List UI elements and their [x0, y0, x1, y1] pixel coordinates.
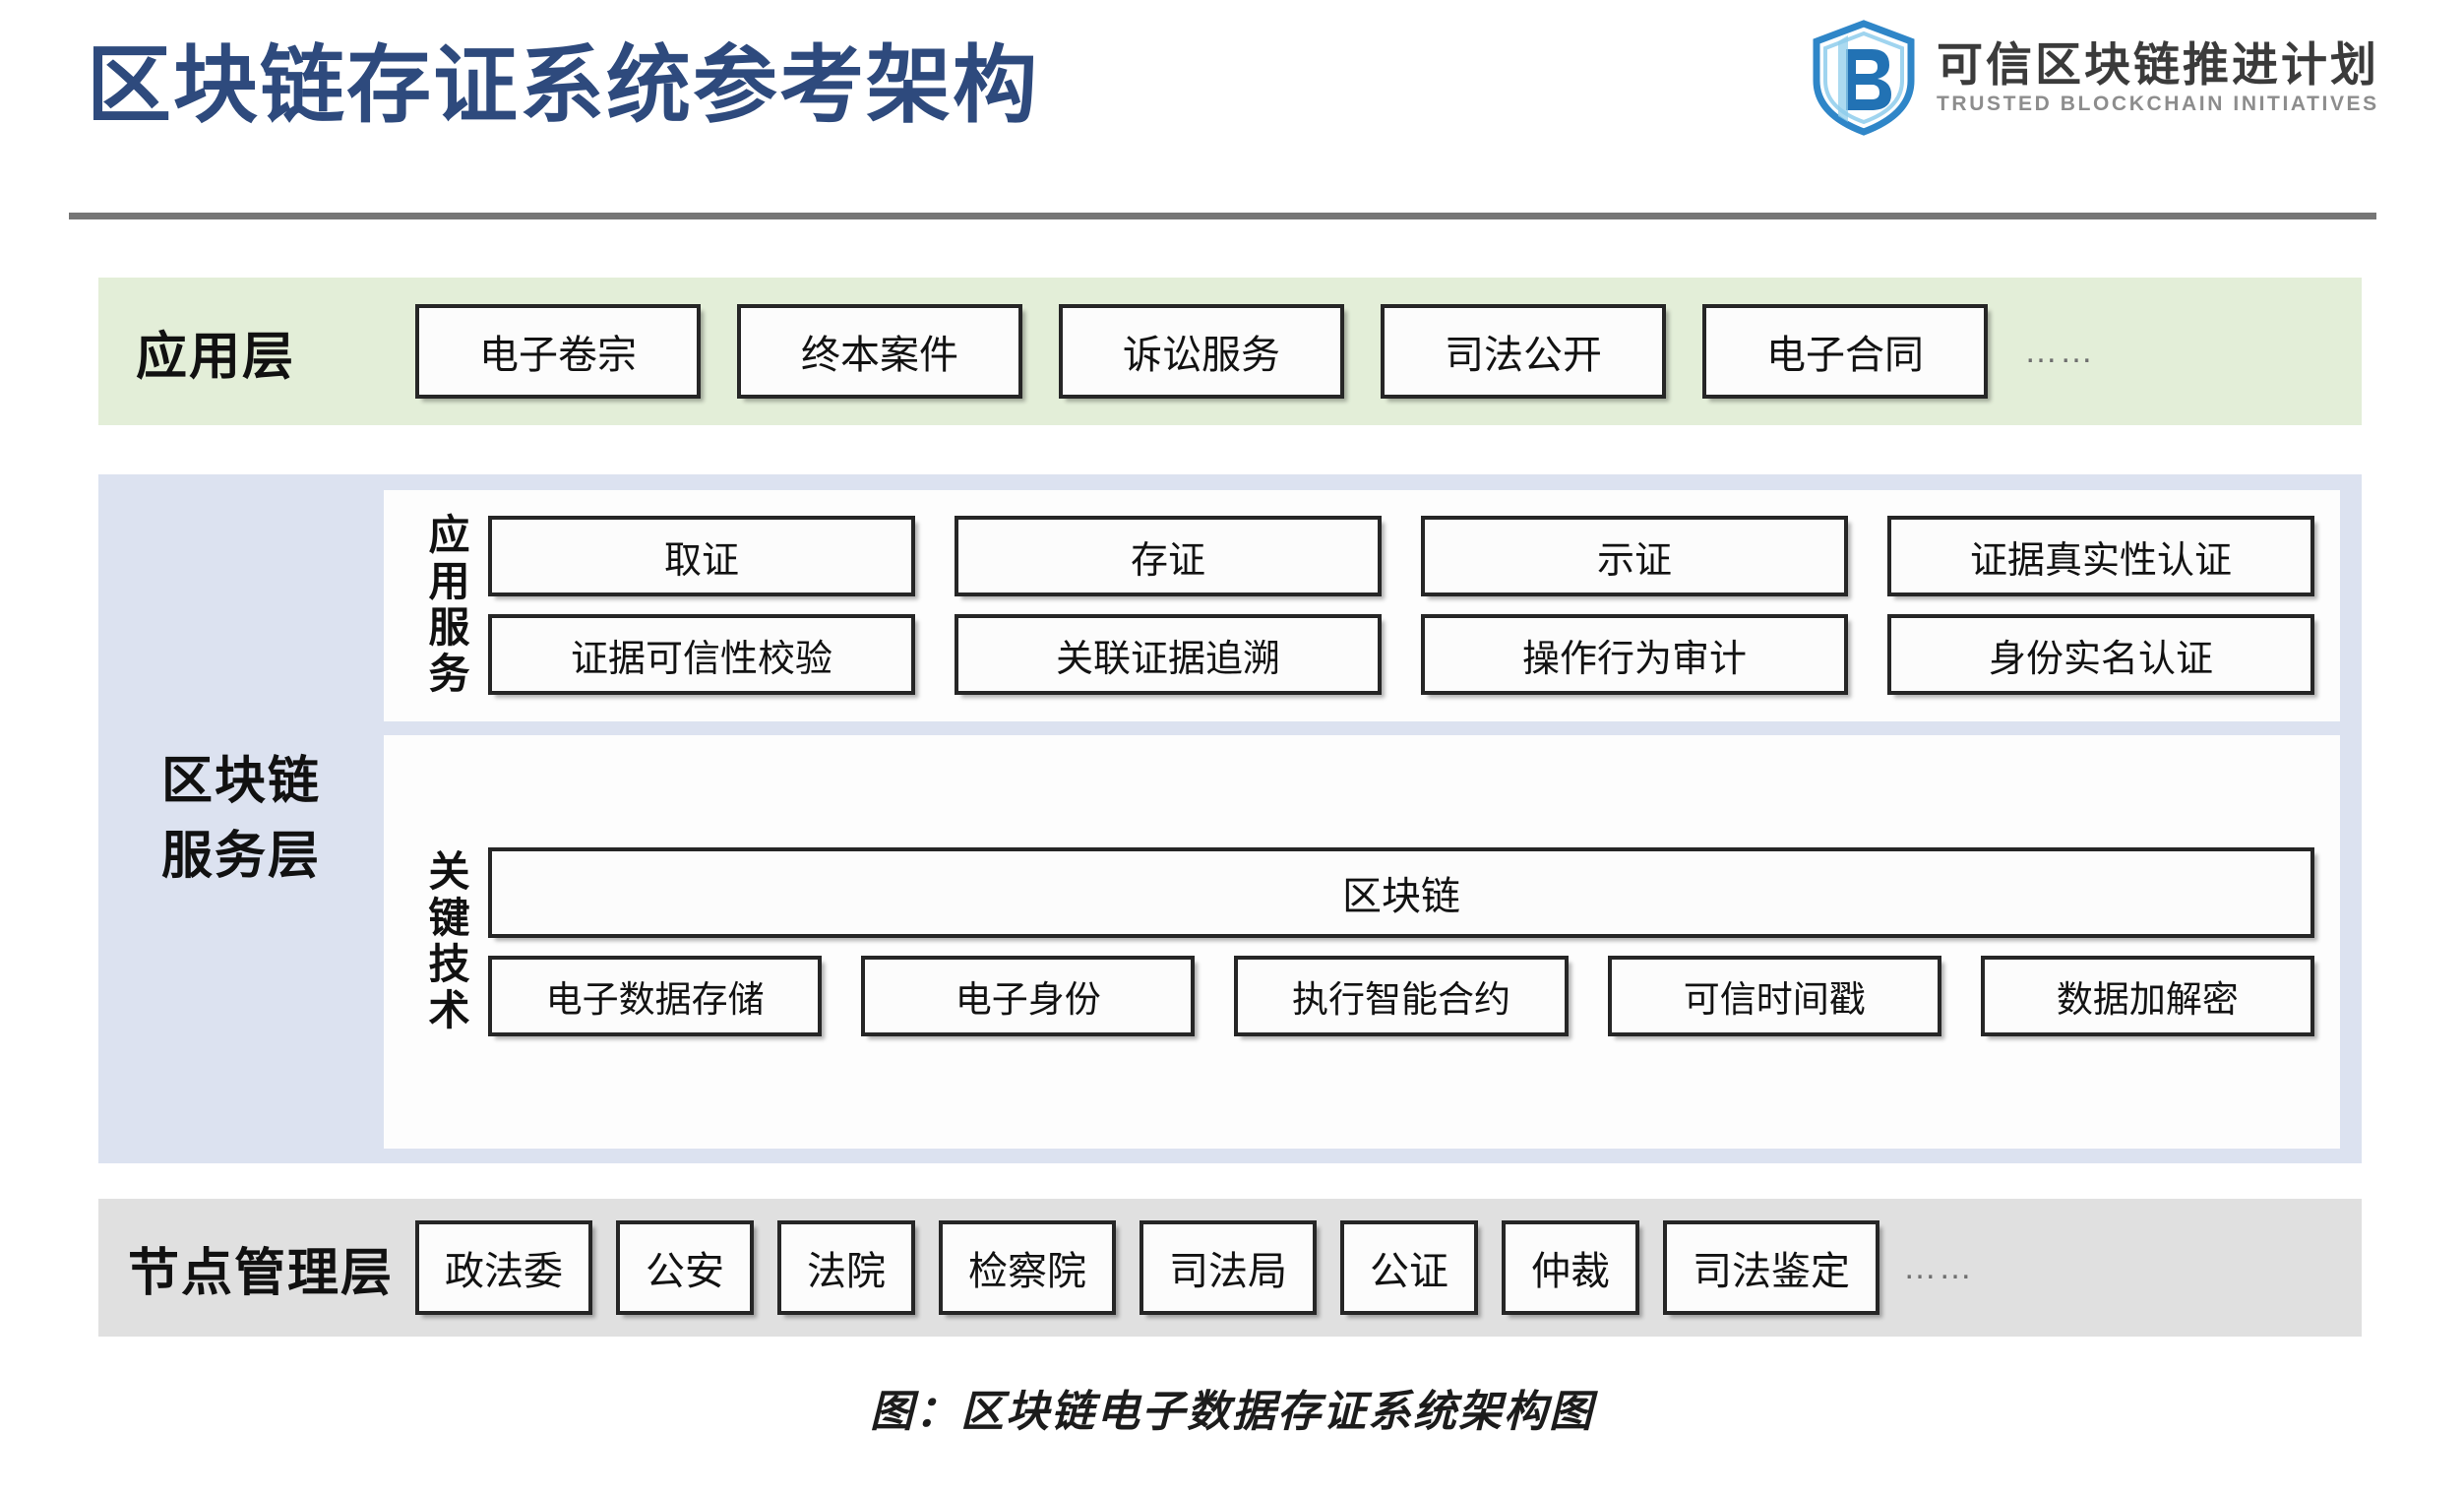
figure-caption: 图：区块链电子数据存证系统架构图 [870, 1388, 1594, 1436]
app-item-3[interactable]: 司法公开 [1381, 304, 1666, 399]
application-layer-items: 电子卷宗 终本案件 诉讼服务 司法公开 电子合同 …… [415, 304, 2095, 399]
application-service-rows: 取证 存证 示证 证据真实性认证 证据可信性校验 关联证据追溯 操作行为审计 身… [488, 516, 2340, 695]
shield-b-logo-icon [1809, 20, 1919, 136]
tech-item-3[interactable]: 可信时间戳 [1607, 955, 1941, 1036]
svc-item-0-0[interactable]: 取证 [488, 516, 915, 596]
node-item-7[interactable]: 司法鉴定 [1663, 1220, 1880, 1315]
app-item-2[interactable]: 诉讼服务 [1059, 304, 1344, 399]
page-title: 区块链存证系统参考架构 [87, 38, 1039, 133]
key-technology-label: 关键技术 [423, 848, 469, 1034]
svc-item-0-2[interactable]: 示证 [1421, 516, 1848, 596]
node-management-items: 政法委 公安 法院 检察院 司法局 公证 仲裁 司法鉴定 …… [415, 1220, 1974, 1315]
key-technology-panel: 关键技术 区块链 电子数据存储 电子身份 执行智能合约 可信时间戳 数据加解密 [384, 734, 2340, 1149]
svc-item-1-1[interactable]: 关联证据追溯 [955, 614, 1382, 695]
application-service-row-1: 取证 存证 示证 证据真实性认证 [488, 516, 2314, 596]
header-divider [69, 213, 2376, 219]
svc-item-1-2[interactable]: 操作行为审计 [1421, 614, 1848, 695]
brand-text: 可信区块链推进计划 TRUSTED BLOCKCHAIN INITIATIVES [1937, 38, 2379, 117]
svc-item-0-1[interactable]: 存证 [955, 516, 1382, 596]
brand-name-en: TRUSTED BLOCKCHAIN INITIATIVES [1937, 93, 2379, 115]
service-layer-label-line1: 区块链 [160, 753, 321, 810]
service-panels: 应用服务 取证 存证 示证 证据真实性认证 证据可信性校验 关联证据追溯 操作行… [384, 474, 2362, 1163]
key-technology-rows: 区块链 电子数据存储 电子身份 执行智能合约 可信时间戳 数据加解密 [488, 846, 2340, 1036]
app-item-4[interactable]: 电子合同 [1702, 304, 1988, 399]
application-layer: 应用层 电子卷宗 终本案件 诉讼服务 司法公开 电子合同 …… [98, 278, 2362, 425]
node-item-5[interactable]: 公证 [1340, 1220, 1479, 1315]
application-service-row-2: 证据可信性校验 关联证据追溯 操作行为审计 身份实名认证 [488, 614, 2314, 695]
application-service-label: 应用服务 [423, 513, 469, 698]
node-management-ellipsis: …… [1903, 1248, 1975, 1286]
tech-item-2[interactable]: 执行智能合约 [1234, 955, 1569, 1036]
application-layer-label: 应用层 [136, 328, 296, 386]
brand-logo: 可信区块链推进计划 TRUSTED BLOCKCHAIN INITIATIVES [1809, 20, 2379, 136]
app-item-1[interactable]: 终本案件 [737, 304, 1022, 399]
tech-item-4[interactable]: 数据加解密 [1980, 955, 2315, 1036]
blockchain-bar[interactable]: 区块链 [488, 846, 2314, 938]
blockchain-bar-row: 区块链 [488, 846, 2314, 938]
application-service-panel: 应用服务 取证 存证 示证 证据真实性认证 证据可信性校验 关联证据追溯 操作行… [384, 489, 2340, 721]
blockchain-service-layer: 区块链 服务层 应用服务 取证 存证 示证 证据真实性认证 证据可信性校验 关联… [98, 474, 2362, 1163]
node-management-layer-label: 节点管理层 [128, 1244, 395, 1302]
node-item-3[interactable]: 检察院 [939, 1220, 1117, 1315]
node-item-1[interactable]: 公安 [616, 1220, 755, 1315]
key-technology-row-1: 电子数据存储 电子身份 执行智能合约 可信时间戳 数据加解密 [488, 955, 2315, 1036]
app-item-0[interactable]: 电子卷宗 [415, 304, 701, 399]
svc-item-1-3[interactable]: 身份实名认证 [1887, 614, 2314, 695]
brand-name-cn: 可信区块链推进计划 [1937, 38, 2379, 91]
node-item-6[interactable]: 仲裁 [1502, 1220, 1640, 1315]
node-item-2[interactable]: 法院 [777, 1220, 916, 1315]
node-item-0[interactable]: 政法委 [415, 1220, 593, 1315]
tech-item-0[interactable]: 电子数据存储 [488, 955, 823, 1036]
node-item-4[interactable]: 司法局 [1140, 1220, 1318, 1315]
tech-item-1[interactable]: 电子身份 [861, 955, 1196, 1036]
application-layer-ellipsis: …… [2024, 332, 2095, 370]
node-management-layer: 节点管理层 政法委 公安 法院 检察院 司法局 公证 仲裁 司法鉴定 …… [98, 1199, 2362, 1337]
svc-item-0-3[interactable]: 证据真实性认证 [1887, 516, 2314, 596]
service-layer-label: 区块链 服务层 [98, 474, 384, 1163]
svc-item-1-0[interactable]: 证据可信性校验 [488, 614, 915, 695]
page-header: 区块链存证系统参考架构 可信区块链推进计划 TRUSTED BLOCKCHAIN… [0, 0, 2464, 219]
service-layer-label-line2: 服务层 [160, 828, 321, 885]
